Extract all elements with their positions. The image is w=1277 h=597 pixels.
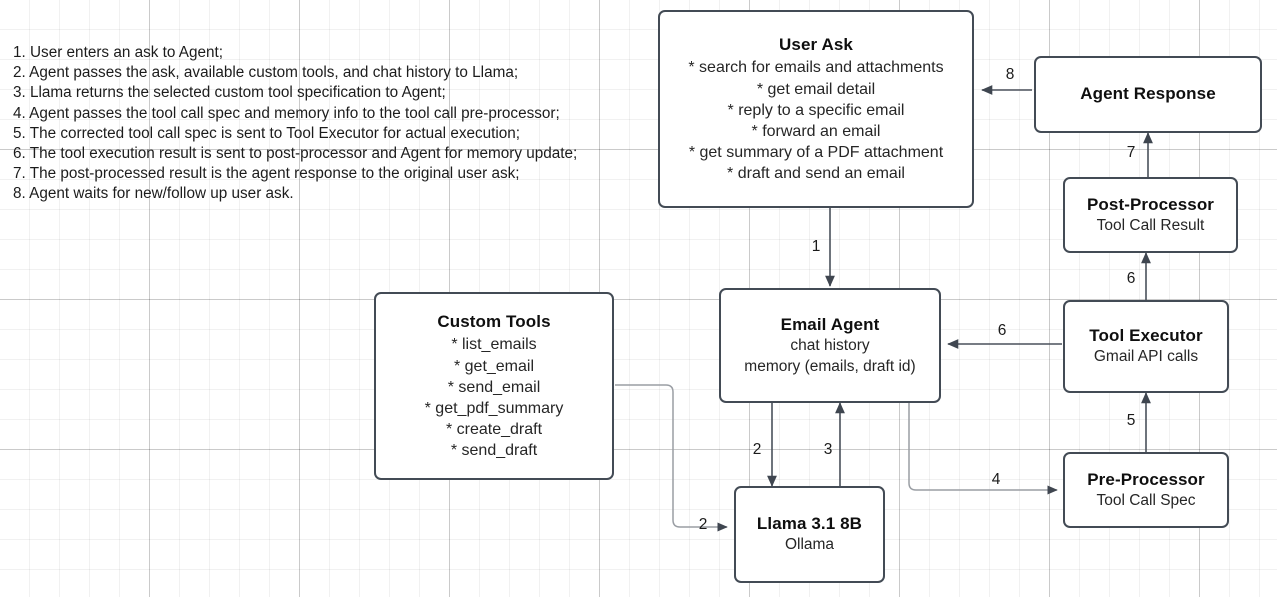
node-email-agent[interactable]: Email Agent chat history memory (emails,… (719, 288, 941, 403)
edge-4-path (908, 403, 1058, 495)
node-custom-tools-item-3: * send_email (447, 378, 541, 396)
legend-line-1: 1. User enters an ask to Agent; (13, 44, 224, 61)
legend-line-8: 8. Agent waits for new/follow up user as… (13, 185, 294, 203)
edge-label-8: 8 (1005, 66, 1015, 83)
legend-line-7: 7. The post-processed result is the agen… (13, 165, 520, 183)
edge-label-3: 3 (823, 441, 833, 458)
node-email-agent-title: Email Agent (780, 314, 880, 334)
node-user-ask-item-5: * get summary of a PDF attachment (688, 143, 944, 161)
node-custom-tools-item-5: * create_draft (445, 420, 543, 438)
numbered-step-legend: 1. User enters an ask to Agent; 2. Agent… (13, 43, 653, 205)
edge-label-6a: 6 (997, 322, 1007, 339)
node-tool-executor-title: Tool Executor (1089, 326, 1203, 346)
node-email-agent-subtitle-2: memory (emails, draft id) (744, 357, 916, 375)
edge-label-2b: 2 (698, 516, 708, 533)
node-llama-title: Llama 3.1 8B (756, 514, 863, 534)
edge-label-4: 4 (991, 471, 1001, 488)
node-pre-processor-title: Pre-Processor (1087, 469, 1205, 489)
edge-label-2a: 2 (752, 441, 762, 458)
node-custom-tools-item-2: * get_email (453, 357, 535, 375)
node-custom-tools-title: Custom Tools (437, 311, 551, 331)
node-post-processor-title: Post-Processor (1086, 194, 1215, 214)
legend-line-6: 6. The tool execution result is sent to … (13, 145, 578, 163)
node-agent-response[interactable]: Agent Response (1034, 56, 1262, 133)
legend-line-5: 5. The corrected tool call spec is sent … (13, 124, 521, 142)
node-custom-tools-item-4: * get_pdf_summary (424, 399, 564, 417)
node-tool-executor[interactable]: Tool Executor Gmail API calls (1063, 300, 1229, 393)
edge-2b-path (615, 384, 728, 532)
node-user-ask-item-4: * forward an email (751, 122, 881, 140)
node-custom-tools[interactable]: Custom Tools * list_emails * get_email *… (374, 292, 614, 480)
node-post-processor-subtitle: Tool Call Result (1096, 216, 1205, 234)
node-llama[interactable]: Llama 3.1 8B Ollama (734, 486, 885, 583)
node-custom-tools-item-6: * send_draft (450, 441, 538, 459)
edge-label-7: 7 (1126, 144, 1136, 161)
node-agent-response-title: Agent Response (1080, 84, 1216, 104)
edge-label-1: 1 (811, 238, 821, 255)
legend-line-3: 3. Llama returns the selected custom too… (13, 84, 446, 102)
legend-line-4: 4. Agent passes the tool call spec and m… (13, 104, 560, 122)
node-user-ask-item-3: * reply to a specific email (727, 101, 905, 119)
node-user-ask[interactable]: User Ask * search for emails and attachm… (658, 10, 974, 208)
node-pre-processor[interactable]: Pre-Processor Tool Call Spec (1063, 452, 1229, 528)
node-pre-processor-subtitle: Tool Call Spec (1096, 491, 1196, 509)
node-user-ask-item-6: * draft and send an email (727, 164, 905, 182)
node-custom-tools-item-1: * list_emails (451, 336, 537, 354)
edge-label-5: 5 (1126, 412, 1136, 429)
node-tool-executor-subtitle: Gmail API calls (1093, 348, 1199, 366)
node-user-ask-title: User Ask (779, 34, 853, 54)
node-user-ask-item-2: * get email detail (756, 80, 876, 98)
node-llama-subtitle: Ollama (784, 536, 835, 554)
edge-label-6b: 6 (1126, 270, 1136, 287)
node-post-processor[interactable]: Post-Processor Tool Call Result (1063, 177, 1238, 253)
legend-line-2: 2. Agent passes the ask, available custo… (13, 64, 519, 82)
node-email-agent-subtitle-1: chat history (790, 337, 870, 355)
node-user-ask-item-1: * search for emails and attachments (688, 59, 944, 77)
